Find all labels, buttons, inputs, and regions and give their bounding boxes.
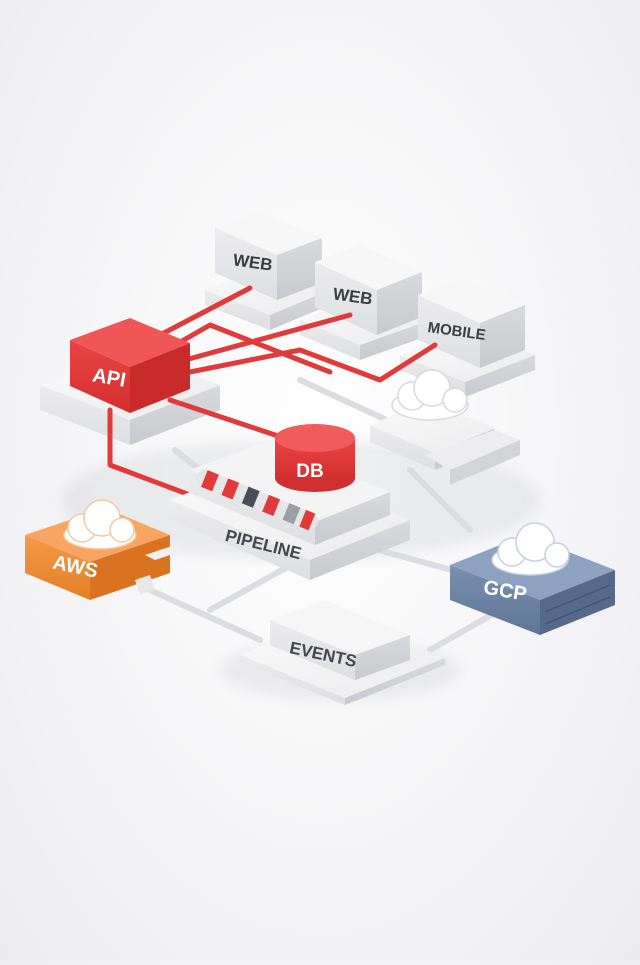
cloud-icon bbox=[63, 499, 137, 550]
pipe bbox=[196, 469, 319, 531]
connector-api-web-2 bbox=[182, 312, 353, 363]
api-node[interactable] bbox=[70, 318, 190, 413]
cloud-icon bbox=[391, 369, 469, 421]
connector-api-pipeline bbox=[172, 447, 203, 473]
db-node[interactable] bbox=[275, 424, 355, 492]
connector-aws-events bbox=[147, 587, 263, 643]
aws-node[interactable] bbox=[25, 499, 185, 600]
connector-events-gcp bbox=[427, 607, 503, 653]
cloud-node-white[interactable] bbox=[370, 369, 520, 485]
connector-api-mobile bbox=[187, 342, 438, 383]
cloud-icon bbox=[491, 522, 570, 576]
connector-cloud-gcp bbox=[407, 467, 473, 533]
connector-api-db bbox=[167, 397, 293, 443]
web-2-node[interactable] bbox=[300, 245, 430, 360]
events-node[interactable] bbox=[240, 600, 445, 705]
connector-web-1-web-2-link bbox=[172, 322, 333, 375]
connector-api-web-1 bbox=[157, 285, 253, 338]
connector-api-pipeline-red bbox=[107, 407, 193, 498]
gcp-node[interactable] bbox=[450, 522, 615, 635]
db-label: DB bbox=[296, 461, 323, 482]
mobile-node[interactable] bbox=[400, 278, 535, 397]
red-connectors bbox=[107, 285, 438, 498]
